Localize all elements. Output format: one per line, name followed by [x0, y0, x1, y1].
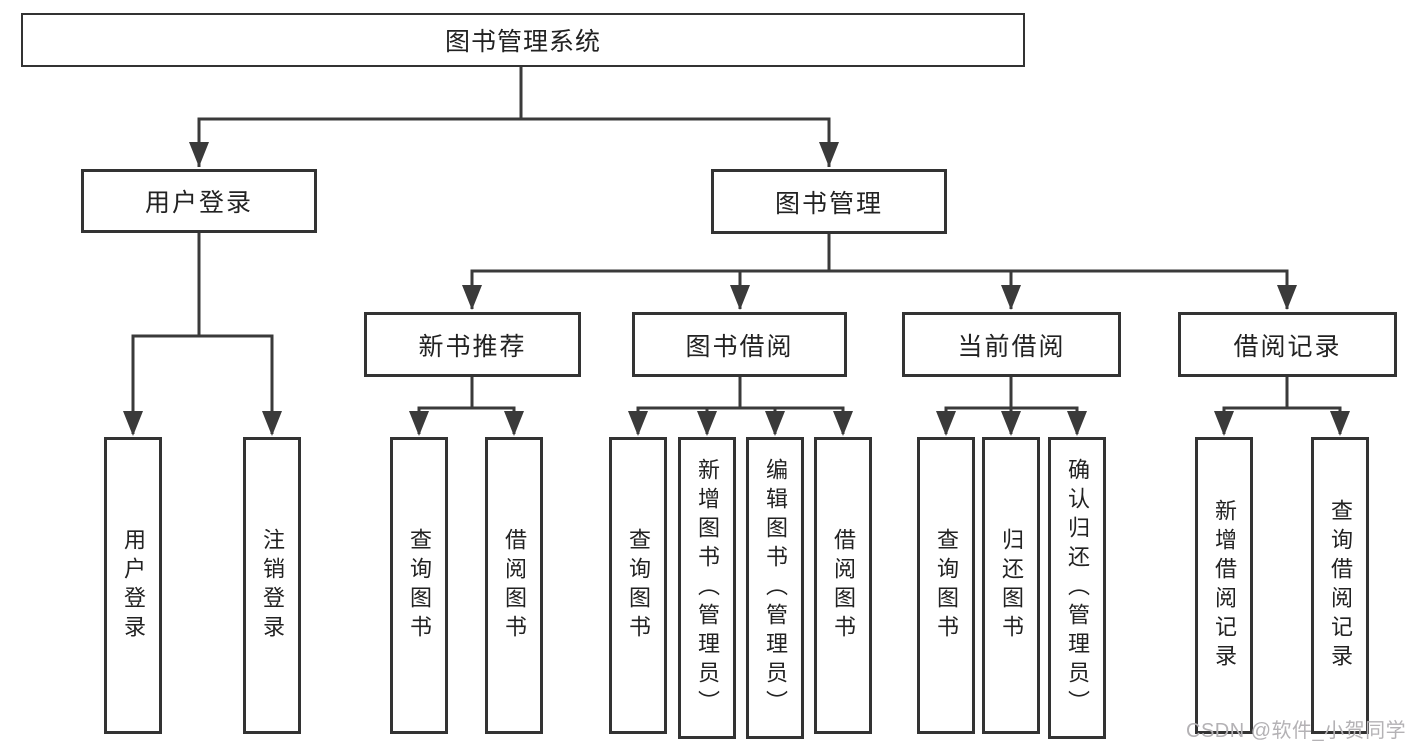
node-label: 借阅图书 — [831, 527, 856, 644]
node-label: 注销登录 — [260, 527, 285, 644]
node-add-books-admin: 新增图书（管理员） — [678, 437, 736, 739]
node-current-borrowing: 当前借阅 — [902, 312, 1121, 377]
node-label: 新增借阅记录 — [1212, 498, 1237, 673]
node-confirm-return-admin: 确认归还（管理员） — [1048, 437, 1106, 739]
node-label: 确认归还（管理员） — [1065, 457, 1090, 719]
node-label: 查询图书 — [934, 527, 959, 644]
node-logout-action: 注销登录 — [243, 437, 301, 734]
node-book-borrowing: 图书借阅 — [632, 312, 847, 377]
node-borrowing-records: 借阅记录 — [1178, 312, 1397, 377]
node-query-borrow-record: 查询借阅记录 — [1311, 437, 1369, 734]
node-user-login: 用户登录 — [81, 169, 317, 233]
node-book-management: 图书管理 — [711, 169, 947, 234]
node-return-books: 归还图书 — [982, 437, 1040, 734]
node-query-books-current: 查询图书 — [917, 437, 975, 734]
node-query-books-recommend: 查询图书 — [390, 437, 448, 734]
node-label: 查询图书 — [626, 527, 651, 644]
node-user-login-action: 用户登录 — [104, 437, 162, 734]
node-label: 新增图书（管理员） — [695, 457, 720, 719]
node-query-books-borrowing: 查询图书 — [609, 437, 667, 734]
node-edit-books-admin: 编辑图书（管理员） — [746, 437, 804, 739]
arrowhead-icons — [123, 142, 1350, 436]
node-label: 借阅图书 — [502, 527, 527, 644]
csdn-watermark: CSDN @软件_小贺同学 — [1186, 720, 1405, 742]
node-label: 查询图书 — [407, 527, 432, 644]
node-library-system: 图书管理系统 — [21, 13, 1025, 67]
node-borrow-books-recommend: 借阅图书 — [485, 437, 543, 734]
node-label: 查询借阅记录 — [1328, 498, 1353, 673]
node-new-book-recommendation: 新书推荐 — [364, 312, 581, 377]
node-label: 归还图书 — [999, 527, 1024, 644]
connector-lines — [131, 67, 1342, 434]
node-add-borrow-record: 新增借阅记录 — [1195, 437, 1253, 734]
node-label: 编辑图书（管理员） — [763, 457, 788, 719]
node-label: 用户登录 — [121, 527, 146, 644]
node-borrow-books-borrowing: 借阅图书 — [814, 437, 872, 734]
